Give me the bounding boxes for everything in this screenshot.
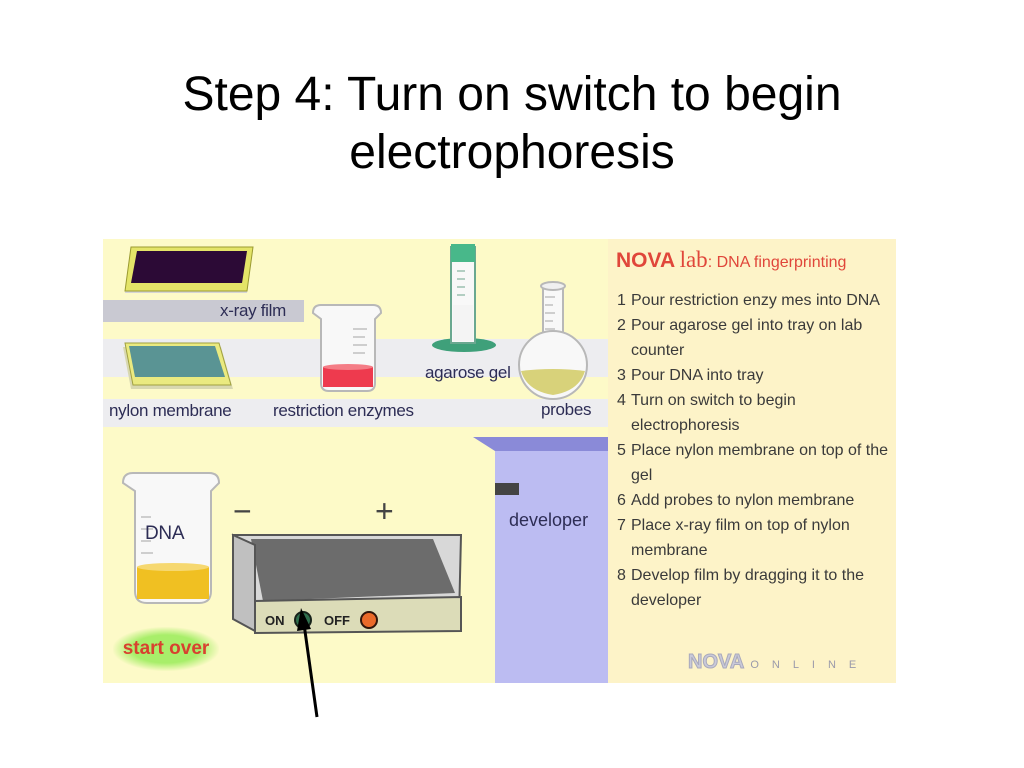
negative-electrode-sign: − [233,493,252,529]
xray-film-item[interactable] [124,246,254,293]
agarose-gel-label: agarose gel [425,363,511,382]
xray-film-label: x-ray film [103,300,304,322]
nova-online-logo: NOVA ONLINE [687,651,870,674]
electrophoresis-tray[interactable] [231,533,463,635]
panel-header: NOVA lab: DNA fingerprinting [616,247,846,273]
nova-online-nova: NOVA [687,651,745,674]
dna-beaker[interactable] [121,472,221,604]
slide-title-line-1: Step 4: Turn on switch to begin [182,68,842,122]
lower-counter-shelf [103,399,608,427]
nova-online-online: ONLINE [750,659,870,671]
slide-title: Step 4: Turn on switch to begin electrop… [0,66,1024,182]
nylon-membrane-label: nylon membrane [109,401,232,420]
switch-on-label: ON [265,613,285,628]
nylon-membrane-item[interactable] [123,342,233,389]
nova-logo: NOVA [616,249,676,272]
agarose-gel-cylinder[interactable] [432,244,496,352]
dna-fingerprinting-simulation: x-ray film nylon membrane restriction en… [103,239,896,683]
switch-off-label: OFF [324,613,350,628]
dna-label: DNA [145,523,185,544]
developer-cabinet[interactable] [473,437,608,683]
probes-label: probes [541,400,592,419]
probes-flask[interactable] [518,281,588,400]
restriction-enzymes-label: restriction enzymes [273,401,414,420]
arrow-pointer-icon [297,608,319,718]
developer-label: developer [509,510,589,530]
start-over-button[interactable]: start over [113,627,219,671]
positive-electrode-sign: + [375,493,394,529]
lab-artwork [121,244,608,683]
slide-title-line-2: electrophoresis [349,126,675,180]
lab-word: lab [679,247,708,272]
switch-off-button[interactable] [360,611,378,629]
panel-subtitle: : DNA fingerprinting [707,254,847,271]
restriction-enzymes-beaker[interactable] [311,304,383,392]
